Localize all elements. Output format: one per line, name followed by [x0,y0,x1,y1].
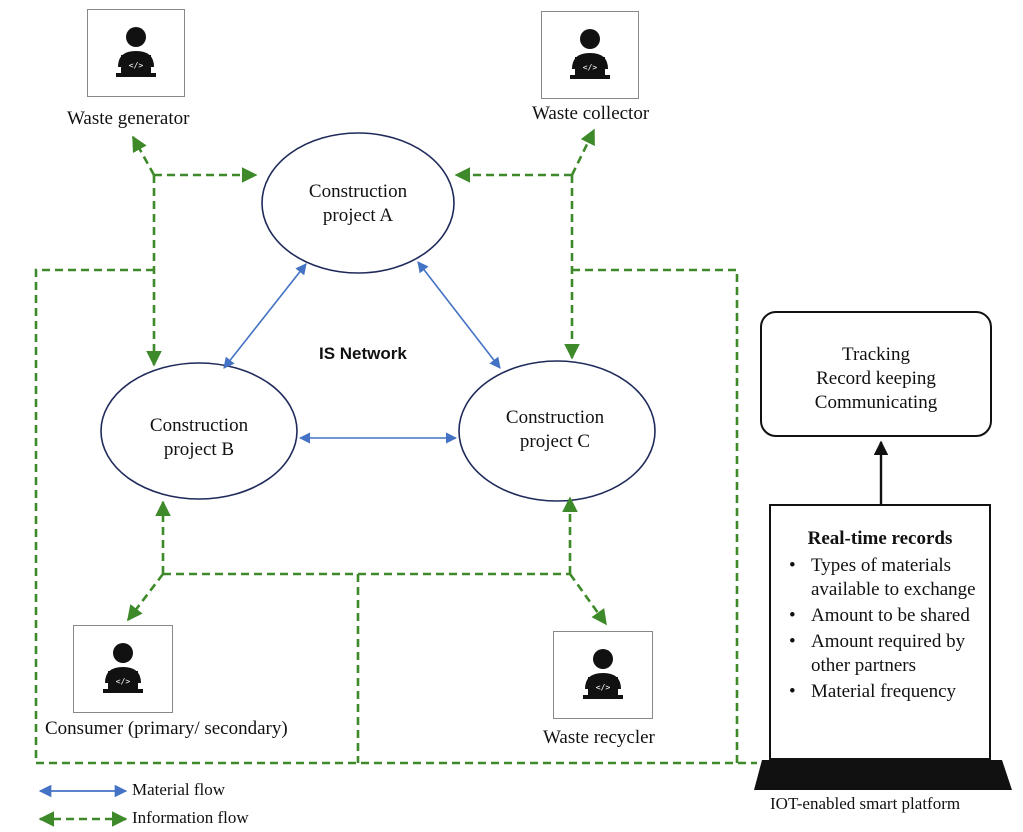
waste-generator-icon-box: </> [87,9,185,97]
legend-material-flow-label: Material flow [132,780,225,799]
waste-generator-label: Waste generator [67,108,190,129]
svg-text:</>: </> [583,63,598,72]
project-a-label: Construction project A [263,180,453,228]
project-c-node [458,360,656,502]
person-at-laptop-icon: </> [583,649,623,699]
svg-text:</>: </> [596,683,611,692]
project-c-line1: Construction [505,407,605,428]
project-c-line2: project C [519,431,591,452]
records-item: Material frequency [783,680,983,704]
waste-recycler-label: Waste recycler [543,727,655,748]
records-title: Real-time records [807,528,953,549]
project-a-line2: project A [322,205,394,226]
records-item: Types of materials available to exchange [783,554,983,602]
platform-label: IOT-enabled smart platform [770,794,961,813]
is-network-label: IS Network [319,344,407,363]
consumer-icon-box: </> [73,625,173,713]
waste-collector-icon-box: </> [541,11,639,99]
project-a-line1: Construction [308,181,408,202]
waste-recycler-icon-box: </> [553,631,653,719]
records-list: Types of materials available to exchange… [783,554,983,706]
consumer-label: Consumer (primary/ secondary) [45,718,288,739]
person-at-laptop-icon: </> [570,29,610,79]
project-b-node [100,362,298,500]
project-a-node [261,132,455,274]
project-b-label: Construction project B [104,414,294,462]
iot-platform-base [754,760,1012,790]
svg-text:</>: </> [129,61,144,70]
information-flow-lines [34,128,757,765]
function-communicating: Communicating [814,392,938,413]
project-b-line1: Construction [149,415,249,436]
function-record-keeping: Record keeping [816,368,936,389]
records-item: Amount to be shared [783,604,983,628]
material-flow-a-b [223,263,307,369]
function-tracking: Tracking [842,344,910,365]
project-c-label: Construction project C [460,406,650,454]
legend-information-flow-label: Information flow [132,808,249,827]
waste-collector-label: Waste collector [532,103,650,124]
records-item: Amount required by other partners [783,630,983,678]
functions-box: Tracking Record keeping Communicating [760,311,992,437]
person-at-laptop-icon: </> [103,643,143,693]
functions-text: Tracking Record keeping Communicating [762,343,990,415]
person-at-laptop-icon: </> [116,27,156,77]
svg-text:</>: </> [116,677,131,686]
project-b-line2: project B [163,439,235,460]
real-time-records-box: Real-time records Types of materials ava… [769,504,991,760]
material-flow-a-c [417,261,501,369]
